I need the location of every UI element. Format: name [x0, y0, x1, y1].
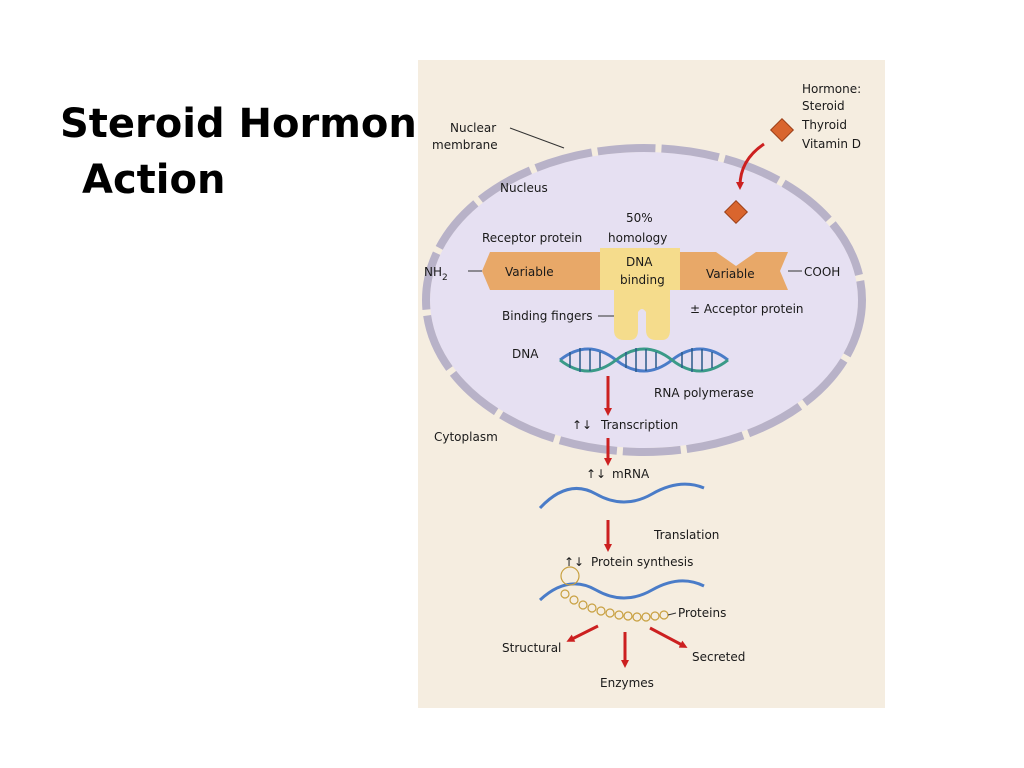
- translation-label: Translation: [653, 528, 719, 542]
- protein-synthesis-strand: [538, 579, 705, 602]
- hormone-inside-icon: [723, 199, 749, 225]
- nuclear-membrane-pointer: [509, 127, 565, 149]
- variable-left-domain: [482, 252, 600, 290]
- mrna-label: mRNA: [612, 467, 650, 481]
- protein-synthesis-label: Protein synthesis: [591, 555, 693, 569]
- nuclear-membrane: [422, 144, 866, 456]
- transcription-updown-icon: ↑↓: [572, 418, 592, 432]
- slide-title: Steroid Hormone Action: [60, 96, 444, 208]
- structural-arrow: [566, 624, 599, 642]
- hormone-type-steroid: Steroid: [802, 99, 845, 113]
- secreted-label: Secreted: [692, 650, 745, 664]
- hormone-label: Hormone:: [802, 82, 861, 96]
- nucleus-label: Nucleus: [500, 181, 548, 195]
- steroid-action-figure: Hormone: Steroid Thyroid Vitamin D Nucle…: [418, 60, 885, 708]
- nh2-label: NH2: [424, 265, 448, 283]
- nuclear-membrane-label: Nuclear: [450, 121, 496, 135]
- dna-helix: [559, 347, 729, 373]
- acceptor-protein-label: ± Acceptor protein: [690, 302, 804, 316]
- hormone-entry-arrow: [736, 142, 765, 190]
- mrna-updown-icon: ↑↓: [586, 467, 606, 481]
- receptor-protein-label: Receptor protein: [482, 231, 582, 245]
- mrna-strand: [538, 482, 705, 510]
- cytoplasm-label: Cytoplasm: [434, 430, 498, 444]
- hormone-type-thyroid: Thyroid: [801, 118, 847, 132]
- cooh-label: COOH: [804, 265, 840, 279]
- rna-polymerase-label: RNA polymerase: [654, 386, 754, 400]
- hormone-type-vitamin-d: Vitamin D: [802, 137, 861, 151]
- binding-fingers: [614, 290, 670, 340]
- dna-label: DNA: [512, 347, 539, 361]
- proteins-label: Proteins: [678, 606, 726, 620]
- dna-binding-label-2: binding: [620, 273, 665, 287]
- dna-binding-domain: [600, 248, 680, 290]
- homology-label: 50%: [626, 211, 653, 225]
- binding-fingers-label: Binding fingers: [502, 309, 593, 323]
- proteins-pointer: [667, 612, 677, 616]
- title-line-2: Action: [82, 157, 226, 203]
- structural-label: Structural: [502, 641, 561, 655]
- homology-label-2: homology: [608, 231, 667, 245]
- variable-right-label: Variable: [706, 267, 755, 281]
- enzymes-label: Enzymes: [600, 676, 654, 690]
- secreted-arrow: [649, 626, 688, 648]
- variable-left-label: Variable: [505, 265, 554, 279]
- dna-binding-label: DNA: [626, 255, 653, 269]
- title-line-1: Steroid Hormone: [60, 101, 444, 147]
- hormone-outside-icon: [769, 117, 795, 143]
- nuclear-membrane-label-2: membrane: [432, 138, 498, 152]
- variable-right-domain: [680, 252, 788, 290]
- protein-synthesis-updown-icon: ↑↓: [564, 555, 584, 569]
- transcription-label: Transcription: [600, 418, 678, 432]
